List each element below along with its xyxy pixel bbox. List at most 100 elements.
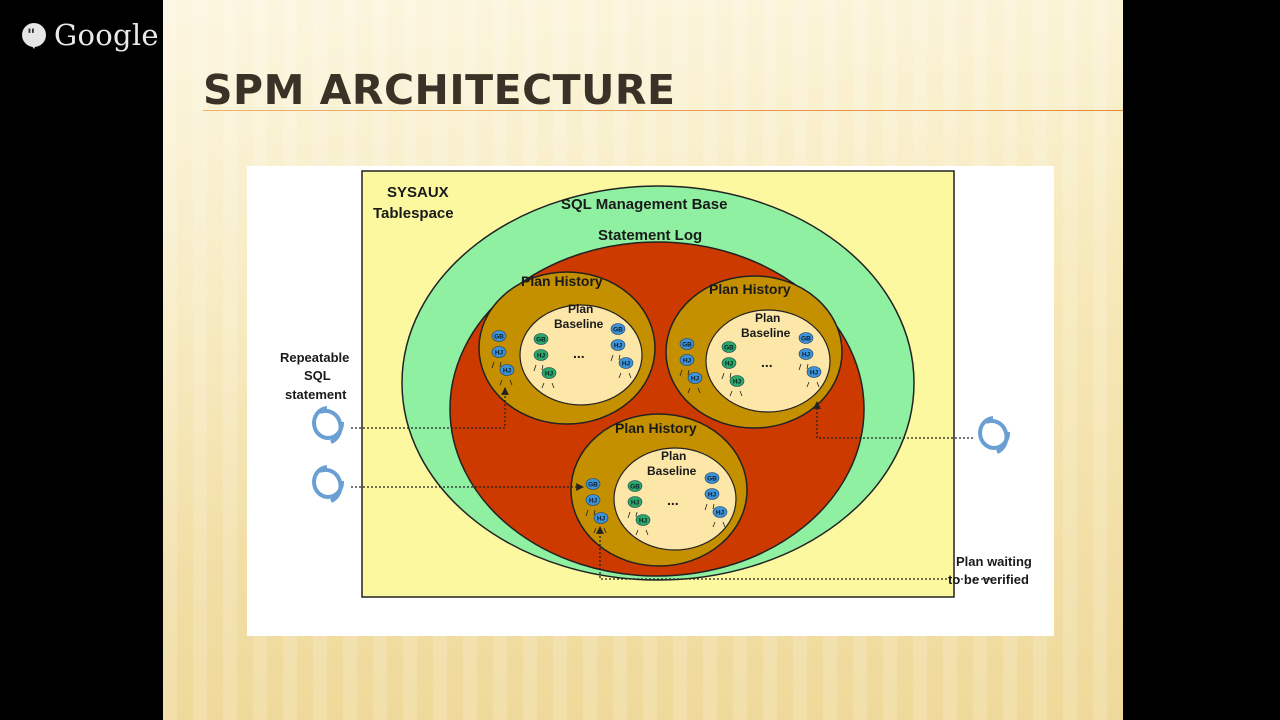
plan-node-label: HJ — [733, 379, 742, 386]
plan-node — [635, 514, 651, 526]
plan-node — [533, 349, 549, 361]
plan-node — [679, 338, 695, 350]
plan-node — [704, 488, 720, 500]
sql-statement-cycle-icon — [312, 465, 345, 503]
repeatable-sql-label-line2: SQL — [304, 368, 331, 383]
ellipsis: ... — [667, 492, 679, 508]
plan-baseline-label-line1: Plan — [568, 302, 593, 316]
plan-node — [798, 332, 814, 344]
plan-node-label: HJ — [589, 498, 598, 505]
plan-baseline-label-line2: Baseline — [554, 317, 604, 331]
statement-arrows — [351, 387, 991, 580]
plan-baseline-label-line2: Baseline — [647, 464, 697, 478]
plan-node-label: HJ — [716, 510, 725, 517]
plan-waiting-label-line2: to be verified — [948, 572, 1029, 587]
plan-waiting-label-line1: Plan waiting — [956, 554, 1032, 569]
plan-node-label: HJ — [631, 500, 640, 507]
google-brand: " Google — [22, 18, 159, 52]
ellipsis: ... — [761, 354, 773, 370]
plan-history-right: Plan History Plan Baseline ... — [665, 275, 843, 429]
plan-node — [585, 478, 601, 490]
plan-node — [704, 472, 720, 484]
plan-node — [593, 512, 609, 524]
ellipsis: ... — [573, 345, 585, 361]
sysaux-label-line2: Tablespace — [373, 205, 454, 222]
plan-history-label: Plan History — [615, 420, 697, 436]
plan-node-label: HJ — [639, 518, 648, 525]
plan-node — [618, 357, 634, 369]
title-underline — [203, 110, 1123, 111]
plan-node-label: HJ — [495, 350, 504, 357]
spm-architecture-diagram: SYSAUX Tablespace SQL Management Base St… — [280, 170, 1032, 598]
plan-node — [806, 366, 822, 378]
plan-node — [491, 330, 507, 342]
plan-node-link — [610, 354, 632, 379]
plan-node — [798, 348, 814, 360]
sql-management-base-label: SQL Management Base — [561, 196, 727, 213]
plan-node-label: HJ — [725, 361, 734, 368]
statement-log-label: Statement Log — [598, 227, 702, 244]
plan-node-label: GB — [682, 342, 692, 349]
sql-statement-cycle-icon — [312, 406, 345, 444]
plan-node-link — [585, 509, 607, 534]
plan-node-label: GB — [630, 484, 640, 491]
plan-history-label: Plan History — [709, 281, 791, 297]
plan-history-left: Plan History Plan Baseline ... — [478, 271, 656, 425]
plan-node-label: GB — [536, 337, 546, 344]
plan-node-label: GB — [801, 336, 811, 343]
plan-node-label: GB — [724, 345, 734, 352]
plan-node — [533, 333, 549, 345]
plan-node-link — [627, 511, 649, 536]
plan-node — [585, 494, 601, 506]
plan-node-label: GB — [613, 327, 623, 334]
plan-node-link — [533, 364, 555, 389]
plan-node — [627, 496, 643, 508]
repeatable-sql-label-line1: Repeatable — [280, 350, 349, 365]
plan-node-label: HJ — [537, 353, 546, 360]
plan-node — [721, 341, 737, 353]
plan-node-label: HJ — [810, 370, 819, 377]
plan-history-bottom: Plan History Plan Baseline ... — [570, 413, 748, 567]
plan-node-label: HJ — [545, 371, 554, 378]
hangouts-icon: " — [22, 23, 46, 49]
plan-node — [729, 375, 745, 387]
repeatable-sql-label-line3: statement — [285, 387, 347, 402]
presentation-slide: SPM ARCHITECTURE SYSAUX Tablespace SQL M… — [163, 0, 1123, 720]
plan-node — [541, 367, 557, 379]
plan-node-label: HJ — [503, 368, 512, 375]
plan-node — [721, 357, 737, 369]
plan-node — [610, 339, 626, 351]
plan-node-label: HJ — [614, 343, 623, 350]
plan-baseline-label-line1: Plan — [661, 449, 686, 463]
plan-node — [610, 323, 626, 335]
slide-title: SPM ARCHITECTURE — [203, 66, 676, 114]
plan-node-label: HJ — [597, 516, 606, 523]
plan-node — [499, 364, 515, 376]
plan-node — [687, 372, 703, 384]
plan-baseline-label-line1: Plan — [755, 311, 780, 325]
plan-node-label: GB — [707, 476, 717, 483]
plan-node — [627, 480, 643, 492]
plan-node-link — [721, 372, 743, 397]
plan-node-label: GB — [588, 482, 598, 489]
spm-diagram-panel: SYSAUX Tablespace SQL Management Base St… — [247, 166, 1054, 636]
plan-node-link — [491, 361, 513, 386]
plan-node-link — [798, 363, 820, 388]
sql-statement-cycle-icon — [978, 416, 1011, 454]
plan-baseline-label-line2: Baseline — [741, 326, 791, 340]
plan-node-label: HJ — [708, 492, 717, 499]
plan-node — [712, 506, 728, 518]
plan-node — [491, 346, 507, 358]
sysaux-label-line1: SYSAUX — [387, 184, 449, 201]
plan-trees: GB HJ HJ GB HJ HJ GB HJ HJ GB HJ HJ GB HJ HJ GB HJ HJ GB HJ… — [491, 323, 822, 536]
plan-node-label: HJ — [802, 352, 811, 359]
brand-name: Google — [54, 18, 159, 52]
plan-node-label: HJ — [691, 376, 700, 383]
plan-node — [679, 354, 695, 366]
plan-node-label: GB — [494, 334, 504, 341]
plan-history-label: Plan History — [521, 273, 603, 289]
plan-node-link — [679, 369, 701, 394]
plan-node-link — [704, 503, 726, 528]
plan-node-label: HJ — [622, 361, 631, 368]
plan-node-label: HJ — [683, 358, 692, 365]
